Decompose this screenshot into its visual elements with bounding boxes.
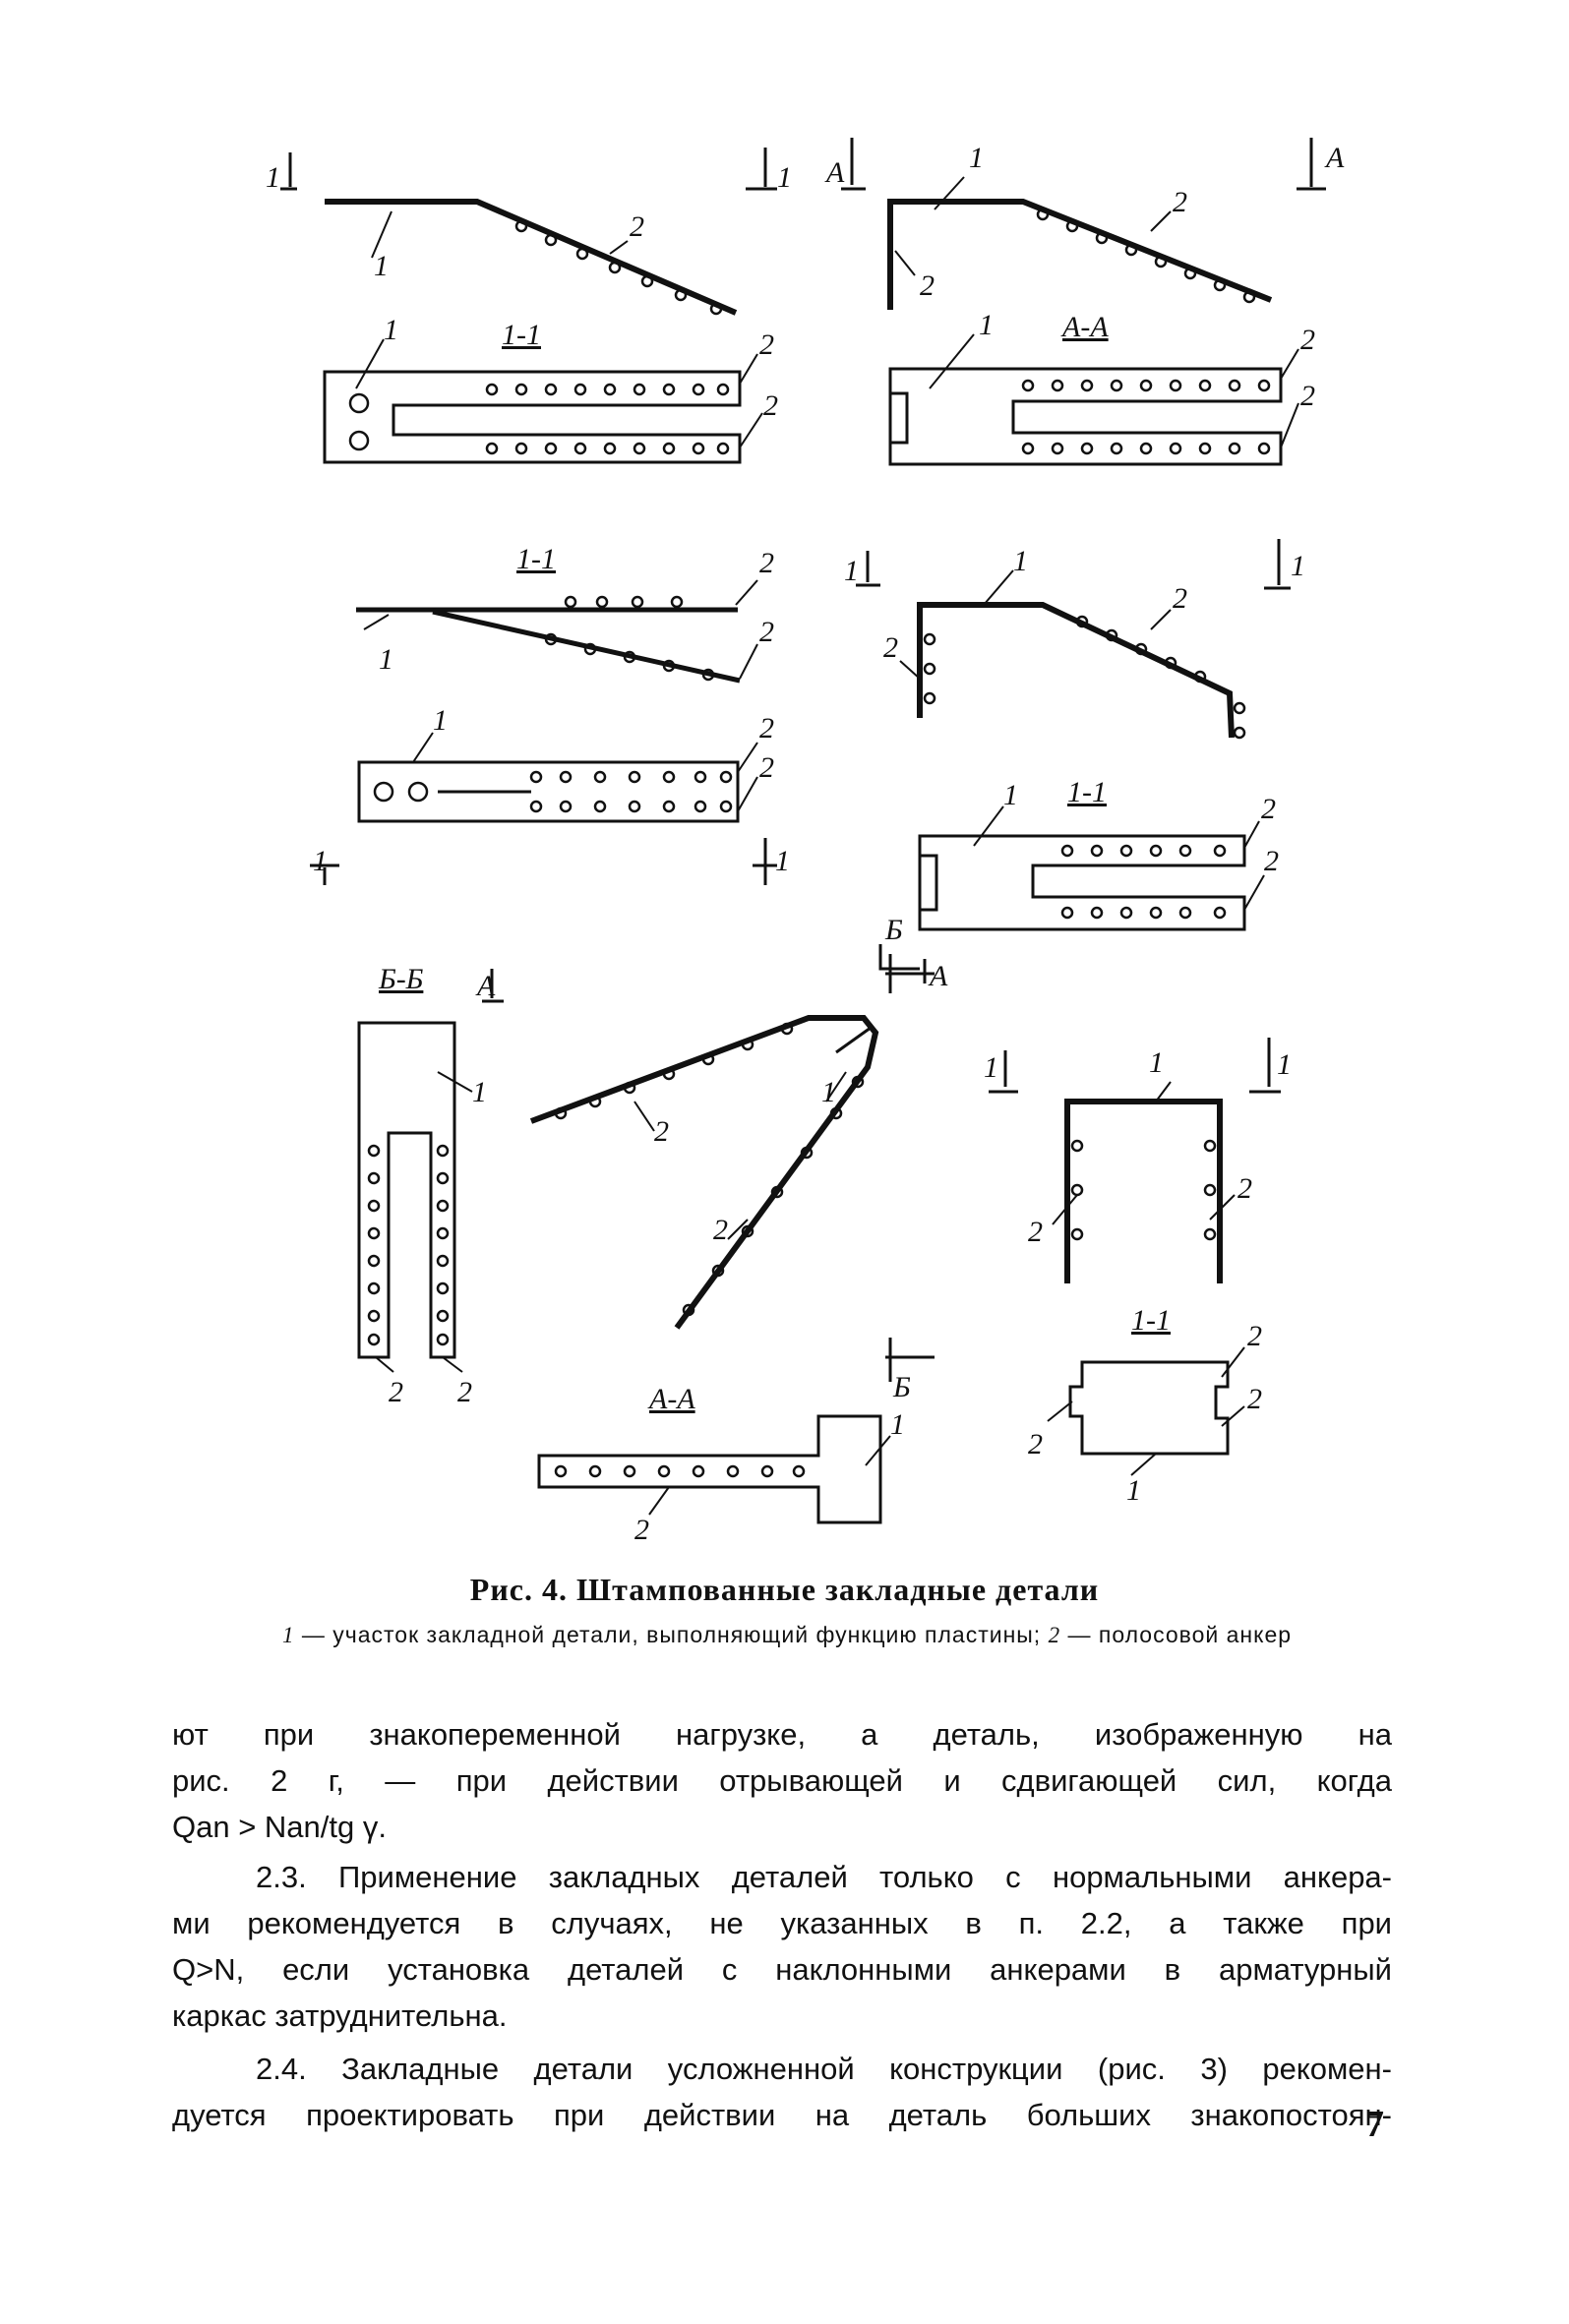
svg-text:2: 2 (630, 210, 644, 243)
figure-drawing: 1 1 1 2 1-1 1 2 2 А А 1 2 2 А-А 1 2 2 1-… (266, 138, 1345, 1546)
detail-f-side-view (529, 1015, 879, 1330)
text-line: каркас затруднительна. (172, 1998, 508, 2033)
detail-e-section-b-b (357, 969, 504, 1359)
leader-lines (355, 176, 1299, 1516)
svg-text:1: 1 (984, 1051, 998, 1084)
svg-text:1: 1 (266, 161, 280, 194)
svg-text:1: 1 (1291, 550, 1305, 582)
svg-text:1: 1 (472, 1076, 487, 1108)
svg-text:2: 2 (759, 751, 774, 784)
svg-text:2: 2 (920, 269, 935, 302)
figure-stamped-embedded-parts: 1 1 1 2 1-1 1 2 2 А А 1 2 2 А-А 1 2 2 1-… (266, 138, 1345, 1546)
svg-text:2: 2 (1264, 845, 1279, 877)
svg-text:2: 2 (1300, 324, 1315, 356)
svg-text:2: 2 (389, 1376, 403, 1408)
svg-text:1: 1 (844, 555, 859, 587)
svg-text:2: 2 (1261, 793, 1276, 825)
svg-text:1-1: 1-1 (1131, 1304, 1171, 1337)
text-line: Q>N, если установка деталей с наклонными… (172, 1952, 1392, 1987)
svg-text:А-А: А-А (1060, 311, 1109, 343)
legend-num-1: 1 (281, 1623, 295, 1647)
svg-text:А: А (1324, 142, 1345, 174)
svg-text:Б-Б: Б-Б (378, 963, 424, 995)
svg-text:2: 2 (1028, 1216, 1043, 1248)
svg-text:2: 2 (759, 616, 774, 648)
legend-text-1: — участок закладной детали, выполняющий … (294, 1622, 1049, 1647)
svg-text:А: А (928, 960, 948, 992)
detail-c-plan-view (310, 760, 777, 885)
svg-text:1: 1 (433, 704, 448, 737)
svg-text:1-1: 1-1 (502, 319, 541, 351)
svg-text:2: 2 (713, 1214, 728, 1246)
svg-text:1: 1 (1149, 1046, 1164, 1079)
svg-text:1: 1 (313, 845, 328, 877)
svg-text:1: 1 (775, 845, 790, 877)
detail-a-side-view (280, 148, 777, 316)
text-line: 2.4. Закладные детали усложненной констр… (256, 2052, 1392, 2086)
detail-g-section-1-1 (1068, 1360, 1230, 1456)
svg-text:1: 1 (890, 1408, 905, 1441)
svg-text:1: 1 (821, 1076, 836, 1108)
text-line: ми рекомендуется в случаях, не указанных… (172, 1906, 1392, 1940)
detail-b-side-view (841, 138, 1326, 310)
detail-b-plan-view (888, 367, 1283, 466)
svg-text:1: 1 (1277, 1048, 1292, 1081)
legend-text-2: — полосовой анкер (1060, 1622, 1293, 1647)
svg-text:1: 1 (374, 250, 389, 282)
svg-text:2: 2 (883, 631, 898, 664)
paragraph-1: ют при знакопеременной нагрузке, а детал… (172, 1711, 1392, 1850)
svg-text:Б: Б (892, 1371, 911, 1403)
svg-text:Б: Б (884, 914, 903, 946)
detail-a-plan-view (323, 370, 742, 464)
anchor-holes (348, 208, 1271, 1478)
page-number: 7 (1365, 2104, 1384, 2145)
text-line: дуется проектировать при действии на дет… (172, 2098, 1392, 2132)
svg-text:2: 2 (759, 547, 774, 579)
text-line: 2.3. Применение закладных деталей только… (256, 1860, 1392, 1894)
paragraph-2: 2.3. Применение закладных деталей только… (172, 1854, 1392, 2039)
svg-text:2: 2 (457, 1376, 472, 1408)
detail-d-side-view (856, 539, 1291, 739)
svg-text:2: 2 (654, 1115, 669, 1148)
svg-text:2: 2 (1028, 1428, 1043, 1460)
figure-labels: 1 1 1 2 1-1 1 2 2 А А 1 2 2 А-А 1 2 2 1-… (266, 142, 1345, 1546)
svg-text:А: А (475, 970, 496, 1002)
detail-c-side-view (356, 607, 741, 684)
svg-text:2: 2 (1173, 582, 1187, 615)
svg-text:2: 2 (634, 1514, 649, 1546)
svg-text:1-1: 1-1 (1067, 776, 1107, 808)
svg-text:2: 2 (759, 328, 774, 361)
text-line: Qan > Nan/tg γ. (172, 1810, 387, 1844)
svg-text:1-1: 1-1 (516, 543, 556, 575)
svg-text:2: 2 (763, 389, 778, 422)
svg-text:1: 1 (1013, 545, 1028, 577)
text-line: рис. 2 г, — при действии отрывающей и сд… (172, 1763, 1392, 1798)
svg-text:1: 1 (384, 314, 398, 346)
svg-text:2: 2 (1247, 1320, 1262, 1352)
svg-text:А: А (824, 156, 845, 189)
svg-text:1: 1 (1003, 779, 1018, 811)
figure-caption-title: Рис. 4. Штампованные закладные детали (469, 1572, 1100, 1607)
svg-text:1: 1 (1126, 1474, 1141, 1507)
figure-caption-legend: 1 — участок закладной детали, выполняющи… (167, 1621, 1407, 1649)
svg-text:2: 2 (1173, 186, 1187, 218)
svg-text:2: 2 (1247, 1383, 1262, 1415)
svg-text:1: 1 (969, 142, 984, 174)
text-line: ют при знакопеременной нагрузке, а детал… (172, 1717, 1392, 1752)
svg-text:1: 1 (777, 161, 792, 194)
svg-text:1: 1 (979, 309, 994, 341)
svg-text:2: 2 (759, 712, 774, 745)
svg-text:А-А: А-А (647, 1383, 695, 1415)
svg-text:1: 1 (379, 643, 393, 676)
legend-num-2: 2 (1048, 1623, 1061, 1647)
paragraph-3: 2.4. Закладные детали усложненной констр… (172, 2046, 1392, 2138)
svg-text:2: 2 (1237, 1172, 1252, 1205)
svg-text:2: 2 (1300, 380, 1315, 412)
detail-f-section-a-a (537, 954, 935, 1524)
detail-g-side-view (989, 1038, 1281, 1283)
